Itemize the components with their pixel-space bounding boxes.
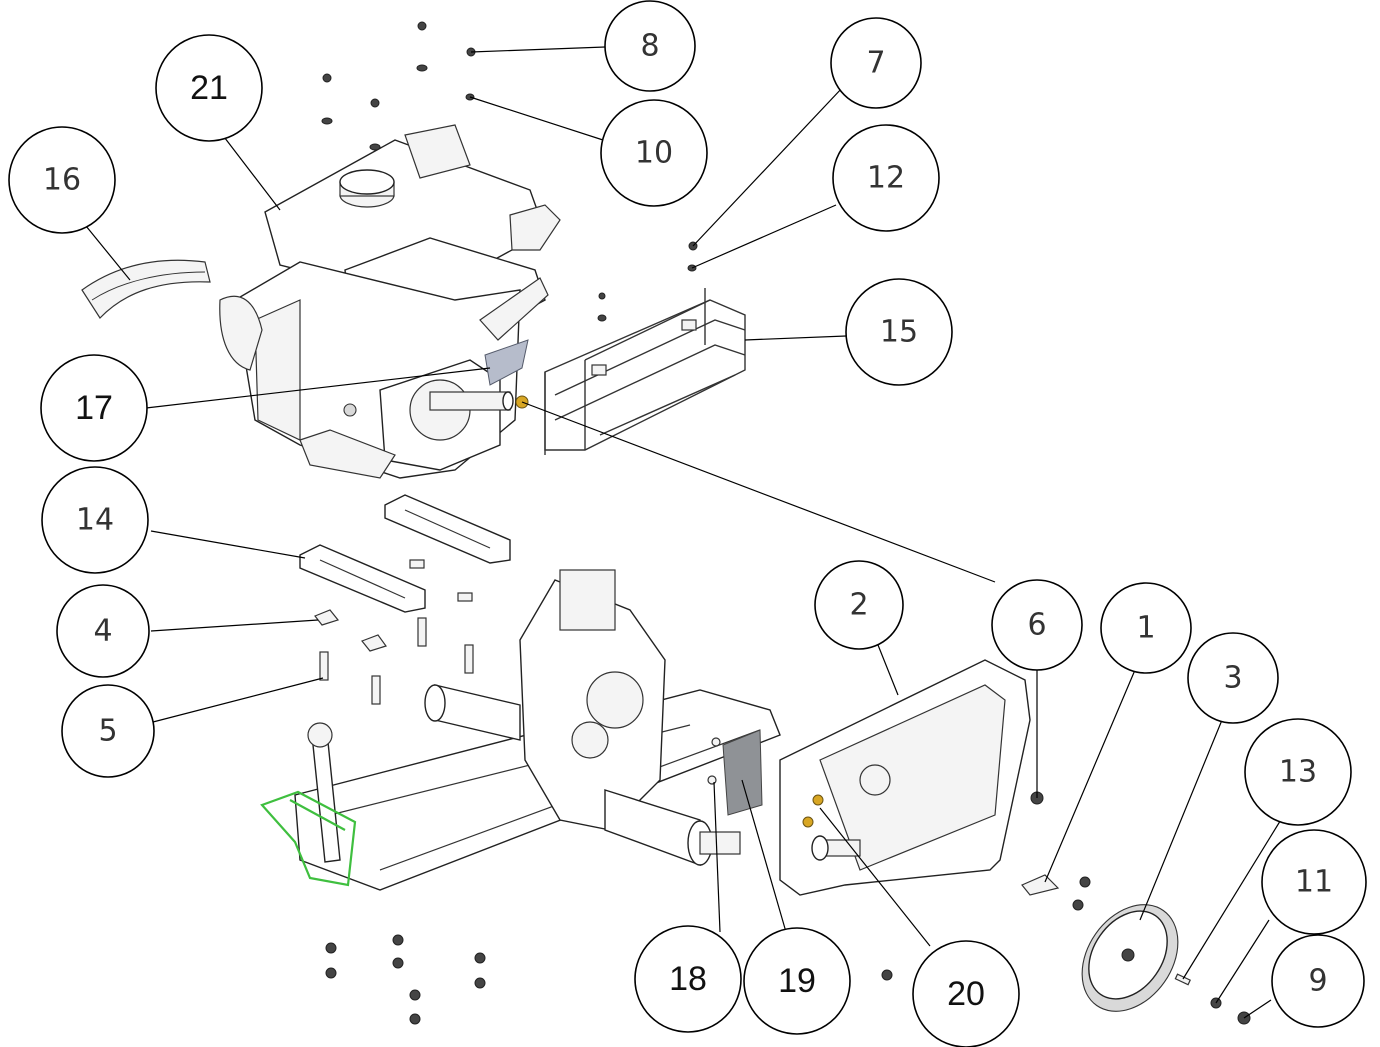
- svg-text:19: 19: [778, 962, 816, 1000]
- svg-text:6: 6: [1027, 608, 1046, 643]
- callout-2: 2: [814, 560, 904, 650]
- callout-7: 7: [830, 17, 922, 109]
- callout-16: 16: [8, 126, 116, 234]
- callout-9: 9: [1271, 934, 1365, 1028]
- callout-17: 17: [40, 354, 148, 462]
- callout-11: 11: [1261, 829, 1367, 935]
- callout-5: 5: [61, 684, 155, 778]
- callout-6: 6: [991, 579, 1083, 671]
- callout-4: 4: [56, 584, 150, 678]
- callout-12: 12: [832, 124, 940, 232]
- callout-1: 1: [1100, 582, 1192, 674]
- svg-text:7: 7: [866, 46, 885, 81]
- svg-text:21: 21: [190, 69, 228, 107]
- callout-10: 10: [600, 99, 708, 207]
- callout-19: 19: [743, 927, 851, 1035]
- svg-text:5: 5: [98, 714, 117, 749]
- svg-text:11: 11: [1295, 865, 1333, 900]
- part-16-curved-guard: [81, 259, 211, 319]
- part-13-11-9-small-parts: [1174, 973, 1251, 1025]
- callout-21: 21: [155, 34, 263, 142]
- svg-text:17: 17: [75, 389, 113, 427]
- small-hardware-top: [321, 21, 698, 322]
- part-3-pulley: [1081, 904, 1179, 1012]
- leader-lines: [85, 46, 1283, 1019]
- part-14-mounting-rails: [299, 494, 511, 613]
- callout-18: 18: [634, 925, 742, 1033]
- green-highlight-frame: [260, 790, 357, 887]
- part-20-fastener-b: [802, 816, 814, 828]
- svg-text:18: 18: [669, 960, 707, 998]
- svg-text:20: 20: [947, 975, 985, 1013]
- part-21-engine: [219, 124, 561, 479]
- part-1-bracket: [1021, 874, 1091, 911]
- svg-text:10: 10: [635, 136, 673, 171]
- svg-text:8: 8: [640, 29, 659, 64]
- part-2-cover: [779, 659, 1031, 896]
- svg-text:12: 12: [867, 161, 905, 196]
- svg-text:13: 13: [1279, 755, 1317, 790]
- part-15-wire-frame: [544, 288, 746, 455]
- callout-14: 14: [41, 466, 149, 574]
- callout-20: 20: [912, 940, 1020, 1047]
- callout-8: 8: [604, 0, 696, 92]
- callout-15: 15: [845, 278, 953, 386]
- svg-text:16: 16: [43, 163, 81, 198]
- callout-13: 13: [1244, 718, 1352, 826]
- part-20-fastener-a: [812, 794, 824, 806]
- svg-text:3: 3: [1223, 661, 1242, 696]
- part-19-plate: [722, 729, 763, 816]
- svg-text:14: 14: [76, 503, 114, 538]
- part-17-bracket: [484, 339, 529, 386]
- svg-text:4: 4: [93, 614, 112, 649]
- svg-text:1: 1: [1136, 611, 1155, 646]
- chassis-frame: [294, 569, 781, 891]
- callout-3: 3: [1187, 632, 1279, 724]
- svg-text:15: 15: [880, 315, 918, 350]
- loose-nuts-bottom: [325, 934, 893, 1025]
- svg-text:2: 2: [849, 588, 868, 623]
- svg-text:9: 9: [1308, 964, 1327, 999]
- part-4-5-clips-bolts: [314, 609, 474, 705]
